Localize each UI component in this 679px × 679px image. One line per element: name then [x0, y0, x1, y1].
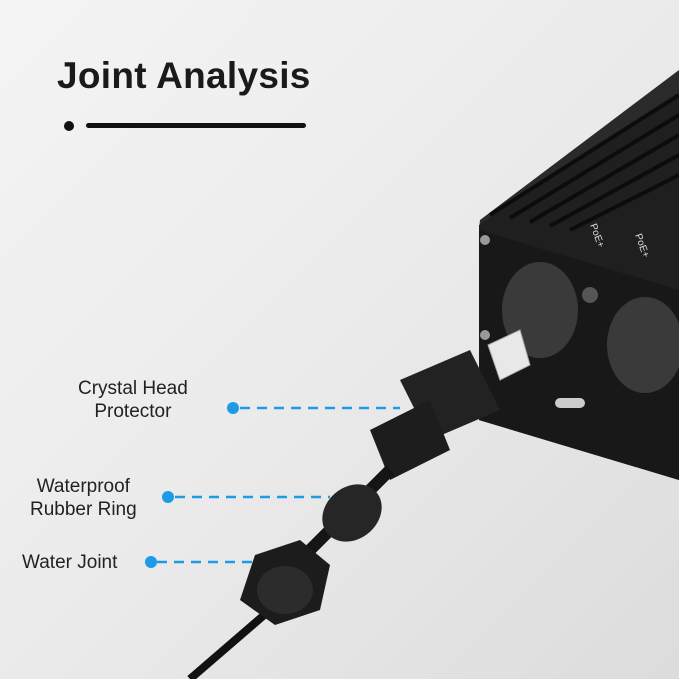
callout-crystal-head-protector: Crystal Head Protector [78, 377, 188, 423]
callout-lines [157, 406, 400, 564]
callout-text: Protector [94, 401, 172, 422]
callout-text: Crystal Head [78, 378, 188, 399]
title-underline [86, 123, 306, 128]
title-underline-dot [64, 121, 74, 131]
callout-text: Water Joint [22, 552, 118, 573]
callout-text: Waterproof [36, 476, 130, 497]
callout-water-joint: Water Joint [22, 551, 117, 574]
callout-waterproof-rubber-ring: Waterproof Rubber Ring [30, 475, 137, 521]
callout-dot [145, 556, 157, 568]
page-title: Joint Analysis [57, 55, 311, 96]
callout-dot [227, 402, 239, 414]
cable-assembly [187, 329, 531, 679]
callout-text: Rubber Ring [30, 499, 137, 520]
callout-dot [162, 491, 174, 503]
poe-device: PoE+ PoE+ [479, 70, 679, 480]
